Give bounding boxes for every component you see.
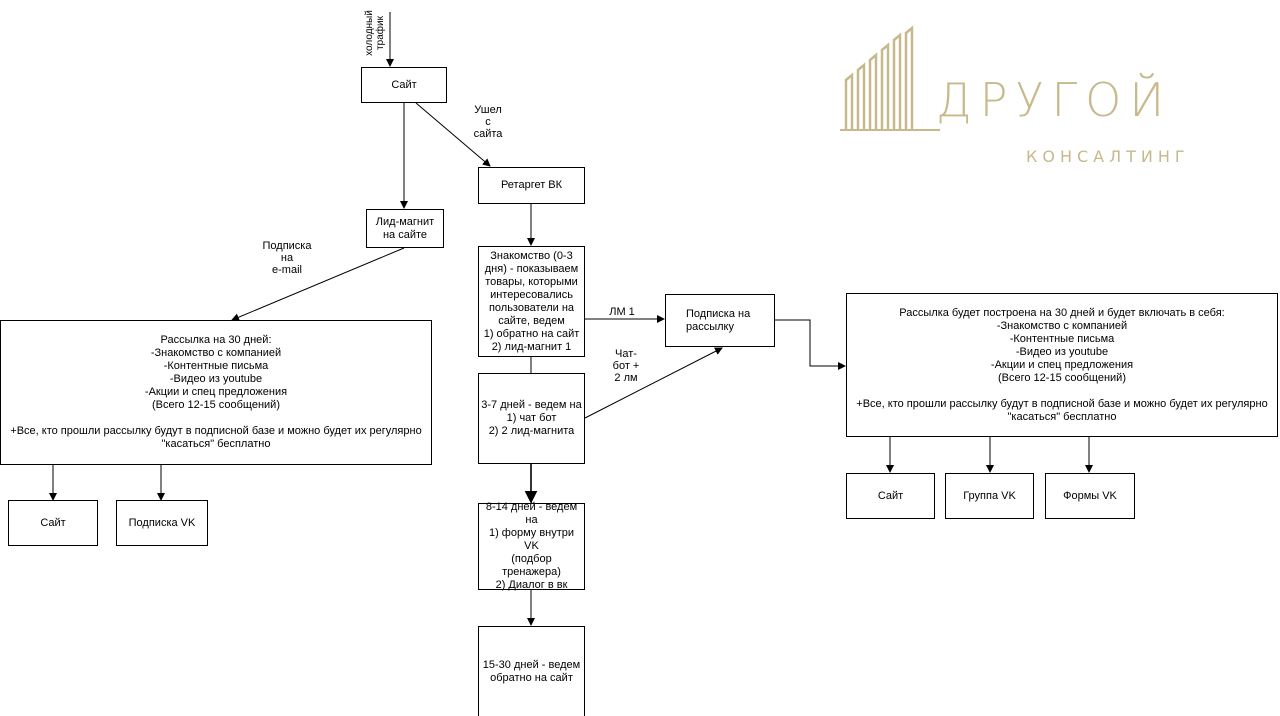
left-site-box: Сайт — [8, 500, 98, 546]
days-15-30-box: 15-30 дней - ведем обратно на сайт — [478, 626, 585, 716]
left-vk-box: Подписка VK — [116, 500, 208, 546]
arrow-site-to-retarget — [415, 102, 491, 167]
right-group-box: Группа VK — [945, 473, 1034, 519]
arrow-chatbot — [584, 347, 723, 419]
right-forms-box: Формы VK — [1045, 473, 1135, 519]
mail-left-box: Рассылка на 30 дней: -Знакомство с компа… — [0, 320, 432, 465]
days-3-7-box: 3-7 дней - ведем на 1) чат бот 2) 2 лид-… — [478, 373, 585, 464]
label-left-site: Ушел с сайта — [468, 104, 508, 140]
arrow-subscribe-to-mail — [775, 319, 846, 370]
entry-label: холодный трафик — [364, 10, 386, 56]
label-chatbot: Чат- бот + 2 лм — [606, 348, 646, 384]
label-lm1: ЛМ 1 — [609, 306, 635, 318]
subscribe-box: Подписка на рассылку — [665, 294, 775, 347]
site-top-box: Сайт — [361, 67, 447, 103]
arrow-lead-to-mail — [231, 247, 405, 321]
days-8-14-box: 8-14 дней - ведем на 1) форму внутри VK … — [478, 501, 585, 591]
retarget-box: Ретаргет ВК — [478, 167, 585, 204]
logo-subtitle: КОНСАЛТИНГ — [1026, 147, 1190, 166]
logo-word: ДРУГОЙ — [936, 73, 1173, 127]
mail-right-box: Рассылка будет построена на 30 дней и бу… — [846, 293, 1278, 437]
acquaint-box: Знакомство (0-3 дня) - показываем товары… — [478, 246, 585, 357]
company-logo: ДРУГОЙ КОНСАЛТИНГ — [840, 25, 1210, 175]
label-email-sub: Подписка на e-mail — [255, 240, 319, 276]
buildings-icon — [840, 25, 940, 131]
lead-magnet-box: Лид-магнит на сайте — [366, 209, 444, 248]
right-site-box: Сайт — [846, 473, 935, 519]
